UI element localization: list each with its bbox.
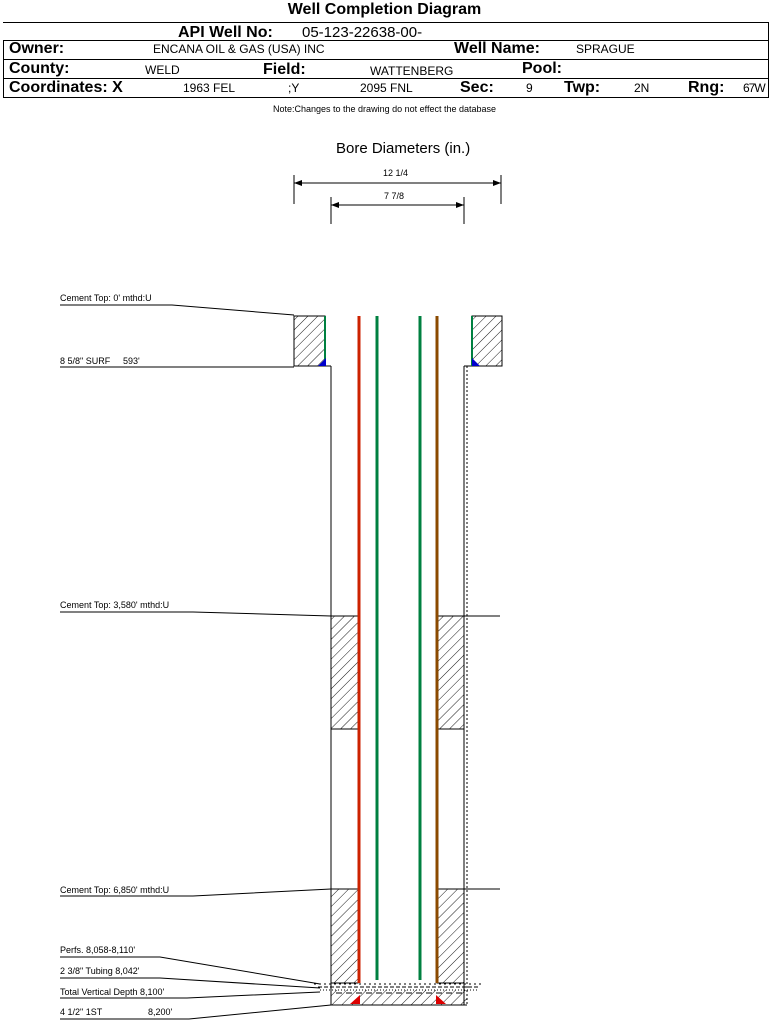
coord-y-label: ;Y <box>288 81 300 95</box>
pool-label: Pool: <box>522 60 562 77</box>
surface-cement-right <box>471 315 503 367</box>
coordinates-label: Coordinates: X <box>9 79 123 96</box>
twp-value: 2N <box>634 81 650 95</box>
cement-interval-3-left <box>330 888 359 984</box>
header-row-border-1 <box>3 40 769 41</box>
cement-interval-3-right <box>436 888 465 984</box>
bottom-cement <box>331 990 467 1005</box>
rng-label: Rng: <box>688 79 725 96</box>
header-bottom-border <box>3 97 769 98</box>
field-label: Field: <box>263 61 306 78</box>
sec-label: Sec: <box>460 79 494 96</box>
database-note: Note:Changes to the drawing do not effec… <box>273 104 496 114</box>
coord-x-value: 1963 FEL <box>183 81 236 95</box>
cement-top-0-label: Cement Top: 0' mthd:U <box>60 293 152 303</box>
surface-casing-shoe-right <box>472 358 480 366</box>
cement-interval-2-left <box>330 615 359 730</box>
total-vertical-depth-label: Total Vertical Depth 8,100' <box>60 987 165 997</box>
surface-hole-outline <box>293 315 503 367</box>
county-value: WELD <box>145 63 180 77</box>
surface-cement-left <box>293 315 326 367</box>
surface-casing-depth: 593' <box>123 356 140 366</box>
header-row-border-2 <box>3 59 769 60</box>
sec-value: 9 <box>526 81 533 95</box>
field-value: WATTENBERG <box>370 64 454 78</box>
rng-value: 67W <box>743 81 766 95</box>
surface-casing-label: 8 5/8" SURF <box>60 356 111 366</box>
api-value: 05-123-22638-00- <box>302 24 423 41</box>
perforation-zone <box>314 983 483 994</box>
bore-outer-dimension <box>293 175 502 204</box>
owner-label: Owner: <box>9 40 65 57</box>
bore-inner-dimension <box>330 197 465 224</box>
cement-top-6850-label: Cement Top: 6,850' mthd:U <box>60 885 170 895</box>
production-casing-shoe-right <box>436 995 446 1004</box>
bore-inner-diameter: 7 7/8 <box>384 191 405 201</box>
bore-diameters-title: Bore Diameters (in.) <box>336 140 471 157</box>
tubing-label: 2 3/8" Tubing 8,042' <box>60 966 140 976</box>
county-label: County: <box>9 60 70 77</box>
api-label: API Well No: <box>178 24 273 41</box>
well-name-label: Well Name: <box>454 40 540 57</box>
diagram-title: Well Completion Diagram <box>287 1 482 18</box>
owner-value: ENCANA OIL & GAS (USA) INC <box>153 42 325 56</box>
production-casing-depth: 8,200' <box>148 1007 173 1017</box>
surface-casing-shoe-left <box>318 358 326 366</box>
production-casing-label: 4 1/2" 1ST <box>60 1007 103 1017</box>
cement-interval-2-right <box>436 615 465 730</box>
header-top-border <box>3 22 769 23</box>
production-casing-shoe-left <box>350 995 360 1004</box>
cement-top-3580-label: Cement Top: 3,580' mthd:U <box>60 600 170 610</box>
twp-label: Twp: <box>564 79 601 96</box>
well-name-value: SPRAGUE <box>576 42 635 56</box>
header-left-border <box>3 40 4 98</box>
header-row-border-3 <box>3 78 769 79</box>
bore-outer-diameter: 12 1/4 <box>383 168 409 178</box>
coord-y-value: 2095 FNL <box>360 81 413 95</box>
perforations-label: Perfs. 8,058-8,110' <box>60 945 136 955</box>
label-leader-lines <box>60 304 500 1020</box>
